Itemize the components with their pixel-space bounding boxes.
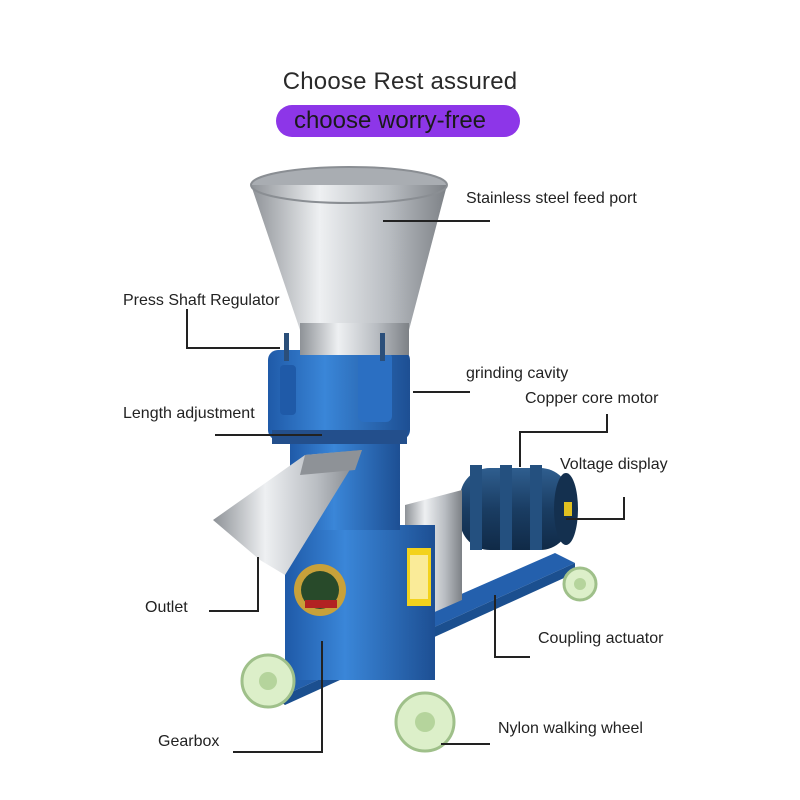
gearbox: [285, 525, 435, 680]
label-copper-motor: Copper core motor: [525, 390, 659, 407]
headline: Choose Rest assured: [282, 68, 518, 95]
label-wheel: Nylon walking wheel: [498, 720, 643, 737]
label-coupling: Coupling actuator: [538, 630, 664, 647]
label-length-adjustment: Length adjustment: [123, 405, 255, 422]
label-feed-port: Stainless steel feed port: [466, 190, 637, 207]
label-grinding-cavity: grinding cavity: [466, 365, 569, 382]
label-gearbox: Gearbox: [158, 733, 220, 750]
label-press-shaft: Press Shaft Regulator: [123, 292, 280, 309]
wheels: [240, 566, 598, 753]
label-outlet: Outlet: [145, 599, 188, 616]
motor: [460, 465, 578, 550]
label-voltage-display: Voltage display: [560, 456, 668, 473]
outlet-chute: [213, 450, 362, 575]
badge-background: [276, 105, 520, 137]
feed-hopper: [250, 166, 448, 361]
leader-lines: [186, 220, 625, 753]
badge-text: choose worry-free: [293, 107, 487, 134]
